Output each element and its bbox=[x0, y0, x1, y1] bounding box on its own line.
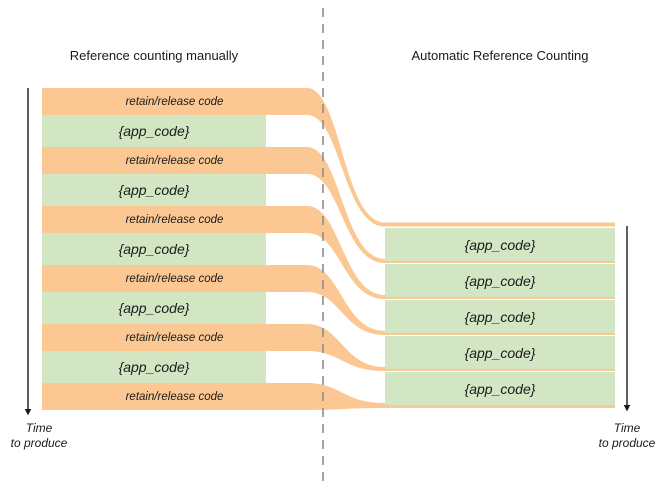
manual-retain-release-block: retain/release code bbox=[42, 324, 307, 351]
column-header-arc: Automatic Reference Counting bbox=[411, 48, 589, 63]
retain-release-label: retain/release code bbox=[125, 331, 224, 344]
app-code-label: {app_code} bbox=[118, 300, 190, 316]
manual-retain-release-block: retain/release code bbox=[42, 383, 307, 410]
app-code-label: {app_code} bbox=[464, 308, 536, 325]
manual-app-code-block: {app_code} bbox=[42, 115, 266, 147]
arc-app-code-block: {app_code} bbox=[385, 264, 615, 297]
caption-right-line2: to produce bbox=[598, 436, 656, 450]
manual-app-code-block: {app_code} bbox=[42, 233, 266, 265]
caption-right-line1: Time bbox=[613, 421, 641, 435]
arc-app-code-block: {app_code} bbox=[385, 300, 615, 333]
manual-app-code-block: {app_code} bbox=[42, 174, 266, 206]
retain-release-label: retain/release code bbox=[125, 154, 224, 167]
caption-left-line2: to produce bbox=[10, 436, 68, 450]
app-code-label: {app_code} bbox=[464, 380, 536, 397]
app-code-label: {app_code} bbox=[118, 182, 190, 198]
arc-app-code-block: {app_code} bbox=[385, 228, 615, 261]
flow-ribbon bbox=[266, 88, 615, 227]
retain-release-label: retain/release code bbox=[125, 213, 224, 226]
app-code-label: {app_code} bbox=[118, 241, 190, 257]
manual-retain-release-block: retain/release code bbox=[42, 206, 307, 233]
time-to-produce-caption-right: Time to produce bbox=[592, 421, 659, 451]
retain-release-label: retain/release code bbox=[125, 95, 224, 108]
app-code-label: {app_code} bbox=[464, 272, 536, 289]
app-code-label: {app_code} bbox=[118, 123, 190, 139]
manual-retain-release-block: retain/release code bbox=[42, 88, 307, 115]
arc-app-code-block: {app_code} bbox=[385, 372, 615, 405]
caption-left-line1: Time bbox=[25, 421, 53, 435]
retain-release-label: retain/release code bbox=[125, 272, 224, 285]
manual-retain-release-block: retain/release code bbox=[42, 265, 307, 292]
manual-app-code-block: {app_code} bbox=[42, 351, 266, 383]
app-code-label: {app_code} bbox=[464, 344, 536, 361]
app-code-label: {app_code} bbox=[118, 359, 190, 375]
column-header-manual: Reference counting manually bbox=[69, 48, 239, 63]
app-code-label: {app_code} bbox=[464, 236, 536, 253]
manual-app-code-block: {app_code} bbox=[42, 292, 266, 324]
manual-retain-release-block: retain/release code bbox=[42, 147, 307, 174]
retain-release-label: retain/release code bbox=[125, 390, 224, 403]
time-to-produce-caption-left: Time to produce bbox=[0, 421, 78, 451]
arc-app-code-block: {app_code} bbox=[385, 336, 615, 369]
